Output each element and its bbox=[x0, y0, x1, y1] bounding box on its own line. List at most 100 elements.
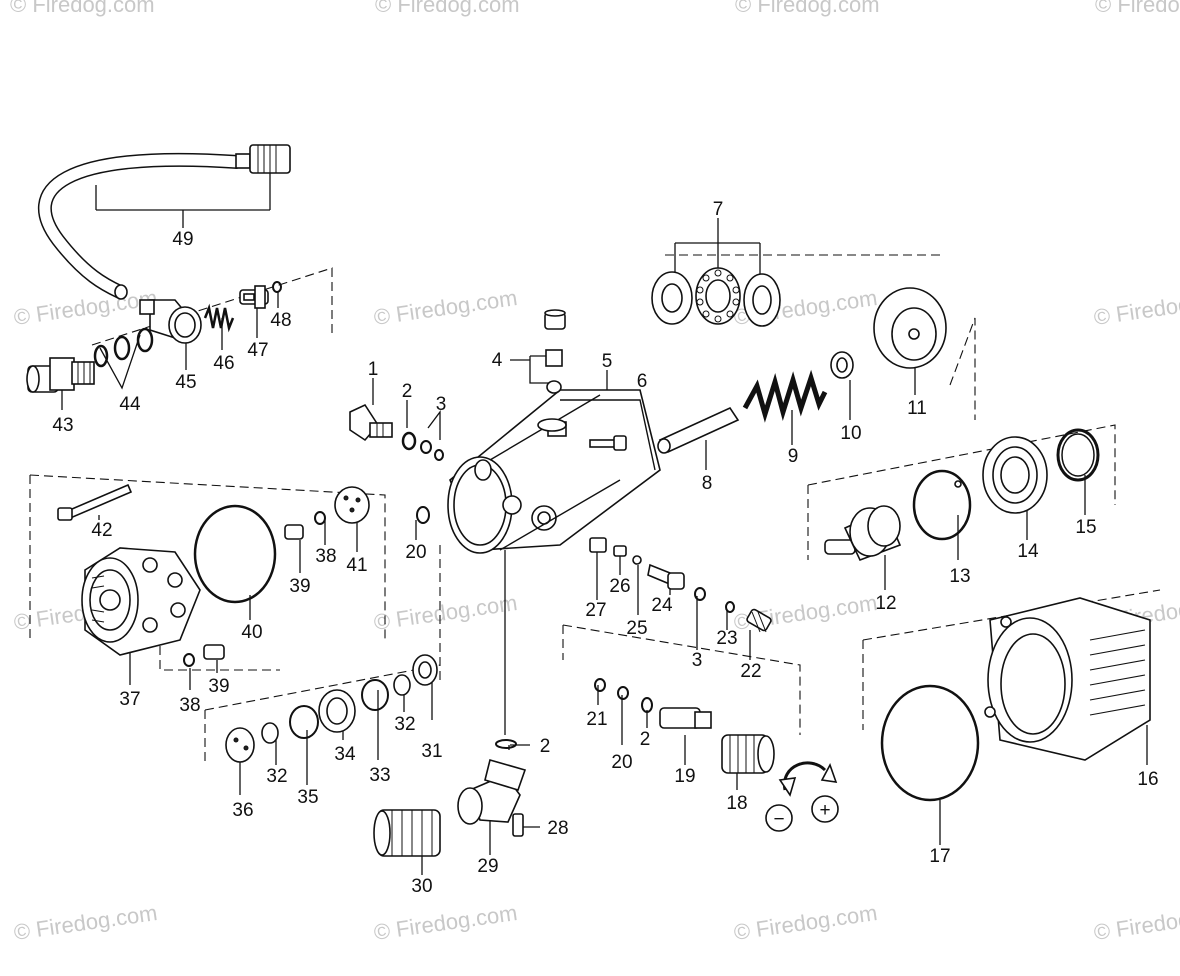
callout-2: 2 bbox=[540, 736, 551, 757]
watermark: © Firedog.com bbox=[12, 285, 159, 330]
spring-9 bbox=[742, 369, 828, 423]
callout-20: 20 bbox=[405, 542, 426, 563]
callout-8: 8 bbox=[702, 473, 713, 494]
callout-38: 38 bbox=[179, 695, 200, 716]
elbow-29-28 bbox=[457, 759, 527, 837]
callout-27: 27 bbox=[585, 600, 606, 621]
watermark: © Firedog.com bbox=[10, 0, 155, 17]
callout-2: 2 bbox=[402, 381, 413, 402]
callout-17: 17 bbox=[929, 846, 950, 867]
callout-12: 12 bbox=[875, 593, 896, 614]
callout-39: 39 bbox=[289, 576, 310, 597]
callout-45: 45 bbox=[175, 372, 196, 393]
callout-16: 16 bbox=[1137, 769, 1158, 790]
callout-32: 32 bbox=[266, 766, 287, 787]
thrust-bearing-7 bbox=[651, 267, 781, 327]
inlet-fitting-43 bbox=[26, 357, 95, 393]
cup-11 bbox=[873, 287, 947, 369]
callout-48: 48 bbox=[270, 310, 291, 331]
valve-47 bbox=[239, 285, 269, 309]
gear-housing-16 bbox=[984, 597, 1151, 761]
ring-10 bbox=[830, 351, 854, 379]
watermark: © Firedog.com bbox=[372, 285, 519, 330]
callout-40: 40 bbox=[241, 622, 262, 643]
callout-4: 4 bbox=[492, 350, 503, 371]
callout-5: 5 bbox=[602, 351, 613, 372]
valve-39-38-41 bbox=[183, 486, 370, 667]
adjuster-19 bbox=[659, 707, 712, 729]
callout-43: 43 bbox=[52, 415, 73, 436]
plug-1 bbox=[349, 403, 393, 442]
valve-stack-4 bbox=[544, 309, 566, 394]
callout-23: 23 bbox=[716, 628, 737, 649]
snap-ring-13 bbox=[912, 469, 972, 541]
callout-41: 41 bbox=[346, 555, 367, 576]
callout-36: 36 bbox=[232, 800, 253, 821]
minus-icon: − bbox=[773, 809, 784, 830]
callout-3: 3 bbox=[692, 650, 703, 671]
callout-34: 34 bbox=[334, 744, 356, 765]
callout-37: 37 bbox=[119, 689, 140, 710]
pressure-increase-symbol: + bbox=[811, 795, 839, 823]
watermark: © Firedog.com bbox=[735, 0, 880, 17]
watermark: © Firedog.com bbox=[372, 900, 519, 945]
watermark: © Firedog.com bbox=[375, 0, 520, 17]
callout-18: 18 bbox=[726, 793, 747, 814]
o-ring-40 bbox=[193, 504, 277, 604]
callout-26: 26 bbox=[609, 576, 630, 597]
coupler-30 bbox=[373, 809, 441, 857]
watermark: © Firedog.com bbox=[732, 900, 879, 945]
callout-11: 11 bbox=[907, 398, 927, 419]
callout-31: 31 bbox=[421, 741, 442, 762]
valve-parts-22-27 bbox=[589, 537, 772, 633]
o-ring-17 bbox=[880, 684, 980, 802]
group-frames bbox=[29, 254, 1161, 765]
callout-35: 35 bbox=[297, 787, 318, 808]
callout-39: 39 bbox=[208, 676, 229, 697]
callout-46: 46 bbox=[213, 353, 234, 374]
callout-28: 28 bbox=[547, 818, 568, 839]
callout-15: 15 bbox=[1075, 517, 1096, 538]
plus-icon: + bbox=[819, 800, 830, 821]
bearing-14 bbox=[982, 436, 1048, 514]
callout-10: 10 bbox=[840, 423, 861, 444]
bolt-42 bbox=[57, 483, 133, 521]
leader-lines bbox=[61, 172, 1148, 875]
callout-13: 13 bbox=[949, 566, 970, 587]
pressure-decrease-symbol: − bbox=[765, 804, 793, 832]
o-rings-44 bbox=[93, 327, 154, 368]
seal-stack-31-36 bbox=[225, 654, 438, 763]
callout-33: 33 bbox=[369, 765, 390, 786]
callout-38: 38 bbox=[315, 546, 336, 567]
callout-30: 30 bbox=[411, 876, 432, 897]
callout-labels: 1 2 3 4 5 6 7 8 9 10 11 12 13 14 15 16 1… bbox=[52, 199, 1158, 897]
callout-25: 25 bbox=[626, 618, 647, 639]
callout-7: 7 bbox=[713, 199, 724, 220]
watermark: © Firedog.com bbox=[1092, 285, 1180, 330]
adjust-arrows bbox=[778, 761, 838, 797]
hose-assembly bbox=[37, 144, 291, 300]
callout-2: 2 bbox=[640, 729, 651, 750]
knob-18 bbox=[721, 734, 775, 774]
watermark: © Firedog.com bbox=[372, 590, 519, 635]
watermark: © Firedog.com bbox=[12, 900, 159, 945]
manifold-37 bbox=[81, 547, 201, 656]
callout-32: 32 bbox=[394, 714, 415, 735]
callout-49: 49 bbox=[172, 229, 193, 250]
ring-15 bbox=[1056, 428, 1100, 482]
callout-19: 19 bbox=[674, 766, 695, 787]
callout-44: 44 bbox=[119, 394, 141, 415]
callout-3: 3 bbox=[436, 394, 447, 415]
callout-21: 21 bbox=[586, 709, 607, 730]
callout-14: 14 bbox=[1017, 541, 1039, 562]
callout-20: 20 bbox=[611, 752, 632, 773]
callout-47: 47 bbox=[247, 340, 268, 361]
fitting-45 bbox=[139, 299, 202, 344]
callout-9: 9 bbox=[788, 446, 799, 467]
watermark: © Firedog.com bbox=[1092, 900, 1180, 945]
callout-29: 29 bbox=[477, 856, 498, 877]
callout-1: 1 bbox=[368, 359, 379, 380]
callout-22: 22 bbox=[740, 661, 761, 682]
callout-6: 6 bbox=[637, 371, 648, 392]
